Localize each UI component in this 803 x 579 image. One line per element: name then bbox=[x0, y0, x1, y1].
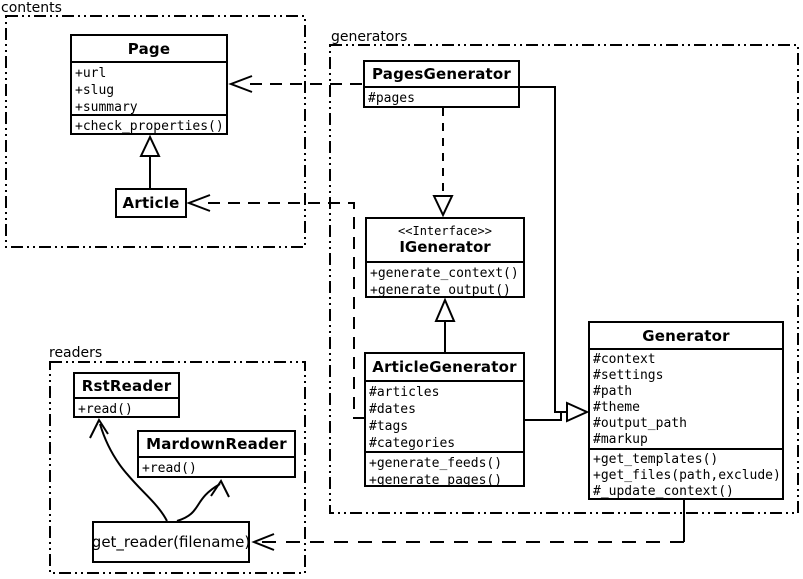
class-igenerator-stereotype: <<Interface>> bbox=[398, 224, 492, 238]
operation-row: +generate_feeds() bbox=[369, 456, 503, 471]
class-pagesgenerator: PagesGenerator #pages bbox=[363, 60, 520, 108]
class-page-operations: +check_properties() bbox=[72, 116, 226, 133]
attribute-row: #context bbox=[593, 352, 656, 367]
attribute-row: +summary bbox=[75, 100, 138, 115]
attribute-row: #tags bbox=[369, 419, 409, 434]
package-label-contents: contents bbox=[1, 0, 62, 16]
generalization-generators-generator bbox=[520, 86, 590, 423]
package-frame-readers bbox=[49, 361, 306, 574]
dependency-generator-getreader bbox=[251, 500, 685, 551]
attribute-row: #categories bbox=[369, 436, 456, 451]
realization-pagesgenerator-igenerator bbox=[432, 108, 454, 218]
operation-row: +generate_output() bbox=[370, 283, 511, 296]
class-article-title: Article bbox=[122, 194, 180, 212]
attribute-row: +url bbox=[75, 66, 107, 81]
attribute-row: #output_path bbox=[593, 416, 687, 431]
package-label-generators: generators bbox=[331, 29, 408, 45]
class-generator-operations: +get_templates() +get_files(path,exclude… bbox=[590, 450, 782, 498]
class-rstreader-operations: +read() bbox=[75, 399, 178, 416]
operation-row: +read() bbox=[78, 402, 133, 416]
operation-row: #_update_context() bbox=[593, 484, 734, 498]
package-frame-generators bbox=[329, 44, 799, 514]
class-articlegenerator-title: ArticleGenerator bbox=[366, 354, 523, 382]
class-rstreader-title: RstReader bbox=[75, 374, 178, 399]
class-igenerator-operations: +generate_context() +generate_output() bbox=[367, 263, 523, 296]
class-mardownreader-title: MardownReader bbox=[139, 432, 294, 458]
class-page-title: Page bbox=[72, 36, 226, 63]
operation-row: +get_files(path,exclude) bbox=[593, 468, 781, 483]
dependency-articlegenerator-article bbox=[186, 194, 364, 419]
class-rstreader: RstReader +read() bbox=[73, 372, 180, 418]
package-label-readers: readers bbox=[49, 345, 103, 361]
class-igenerator-header: <<Interface>> IGenerator bbox=[367, 219, 523, 263]
dependency-pagesgenerator-page bbox=[228, 75, 363, 93]
class-generator-attributes: #context #settings #path #theme #output_… bbox=[590, 350, 782, 450]
attribute-row: +slug bbox=[75, 83, 115, 98]
attribute-row: #settings bbox=[593, 368, 664, 383]
class-mardownreader-operations: +read() bbox=[139, 458, 294, 476]
operation-row: +check_properties() bbox=[75, 119, 224, 133]
class-page: Page +url +slug +summary +check_properti… bbox=[70, 34, 228, 135]
class-mardownreader: MardownReader +read() bbox=[137, 430, 296, 478]
class-generator: Generator #context #settings #path #them… bbox=[588, 321, 784, 500]
package-frame-contents bbox=[5, 15, 306, 248]
class-igenerator-title: IGenerator bbox=[399, 238, 491, 256]
class-articlegenerator: ArticleGenerator #articles #dates #tags … bbox=[364, 352, 525, 487]
class-articlegenerator-attributes: #articles #dates #tags #categories bbox=[366, 382, 523, 453]
arrow-getreader-mardownreader bbox=[176, 479, 230, 522]
class-pagesgenerator-title: PagesGenerator bbox=[365, 62, 518, 88]
attribute-row: #dates bbox=[369, 402, 416, 417]
generalization-article-page bbox=[139, 134, 161, 188]
arrow-getreader-rstreader bbox=[89, 417, 168, 522]
class-articlegenerator-operations: +generate_feeds() +generate_pages() bbox=[366, 453, 523, 485]
class-page-attributes: +url +slug +summary bbox=[72, 63, 226, 116]
attribute-row: #path bbox=[593, 384, 633, 399]
class-generator-title: Generator bbox=[590, 323, 782, 350]
attribute-row: #theme bbox=[593, 400, 640, 415]
operation-row: +read() bbox=[142, 461, 197, 476]
attribute-row: #pages bbox=[368, 91, 415, 106]
attribute-row: #articles bbox=[369, 385, 440, 400]
operation-row: +generate_context() bbox=[370, 266, 519, 281]
generalization-articlegenerator-igenerator bbox=[434, 297, 456, 352]
function-get-reader: get_reader(filename) bbox=[92, 521, 250, 563]
operation-row: +get_templates() bbox=[593, 452, 719, 467]
class-igenerator: <<Interface>> IGenerator +generate_conte… bbox=[365, 217, 525, 298]
attribute-row: #markup bbox=[593, 432, 648, 447]
class-pagesgenerator-attributes: #pages bbox=[365, 88, 518, 106]
operation-row: +generate_pages() bbox=[369, 473, 503, 485]
class-article: Article bbox=[115, 188, 187, 218]
